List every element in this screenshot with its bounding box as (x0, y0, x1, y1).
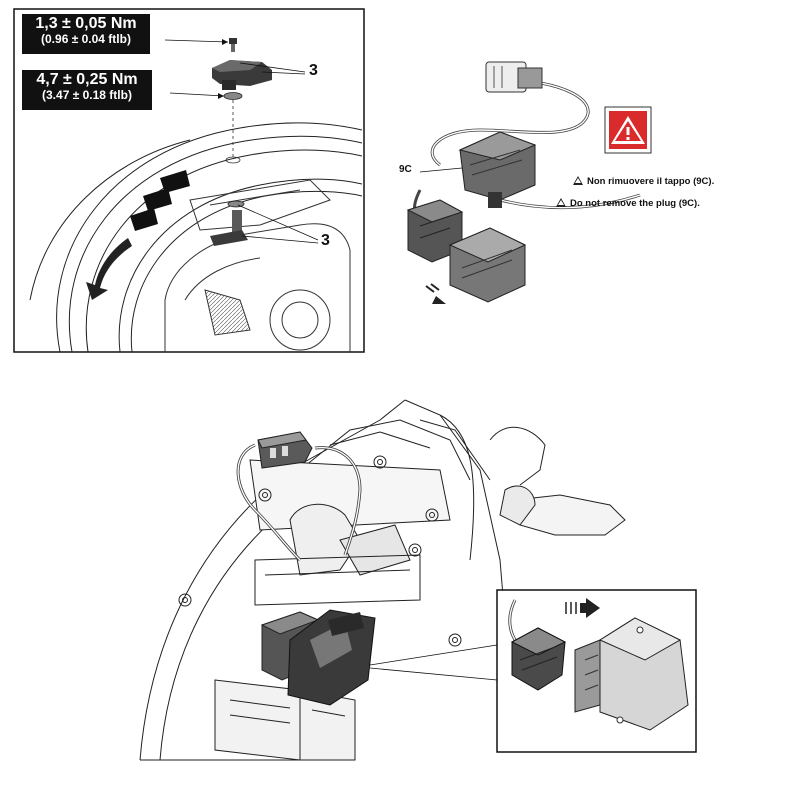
torque-imperial-screw: (0.96 ± 0.04 ftlb) (41, 31, 131, 46)
callout-lines (237, 62, 319, 244)
torque-imperial-sensor: (3.47 ± 0.18 ftlb) (42, 87, 132, 102)
disconnect-arrow (425, 283, 446, 304)
panel-border (13, 8, 365, 353)
inset-pull-arrow (565, 598, 600, 618)
warning-note-english: Do not remove the plug (9C). (556, 198, 700, 209)
plug-9c-connector (458, 131, 537, 208)
tail-section-drawing (139, 399, 626, 761)
washer-part (223, 92, 243, 100)
warning-note-italian: Non rimuovere il tappo (9C). (573, 176, 714, 187)
plug-label-9c: 9C (399, 164, 412, 175)
speed-sensor-top (212, 60, 272, 90)
callout-3-top: 3 (309, 62, 318, 79)
top-plug (485, 61, 543, 93)
caution-icon (556, 198, 566, 207)
rotation-arrow (86, 238, 132, 300)
speed-sensor-lower (210, 210, 248, 246)
inset-ecu (574, 617, 689, 731)
right-connector (448, 227, 527, 303)
caution-icon (573, 176, 583, 185)
connector-detail-inset (496, 589, 697, 753)
wheel-hub (164, 179, 351, 352)
torque-value-screw: 1,3 ± 0,05 Nm (35, 15, 137, 32)
torque-value-sensor: 4,7 ± 0,25 Nm (36, 71, 138, 88)
screw-part (229, 38, 237, 52)
leader-screw (164, 39, 229, 43)
torque-spec-sensor: 4,7 ± 0,25 Nm (3.47 ± 0.18 ftlb) (22, 70, 152, 110)
ecu-unit (260, 609, 376, 706)
rotation-stripes (130, 170, 190, 231)
sensor-mounting-panel (13, 8, 365, 353)
harness-connector (257, 431, 313, 469)
left-connector (406, 199, 464, 263)
warning-text-italian: Non rimuovere il tappo (9C). (587, 176, 715, 187)
inset-leaders (369, 644, 498, 681)
connector-panel (406, 61, 652, 304)
warning-text-english: Do not remove the plug (9C). (570, 198, 700, 209)
inset-plug (510, 627, 567, 691)
torque-spec-screw: 1,3 ± 0,05 Nm (0.96 ± 0.04 ftlb) (22, 14, 150, 54)
lower-washer (227, 200, 245, 208)
warning-triangle-icon (604, 106, 652, 154)
callout-3-bottom: 3 (321, 232, 330, 249)
